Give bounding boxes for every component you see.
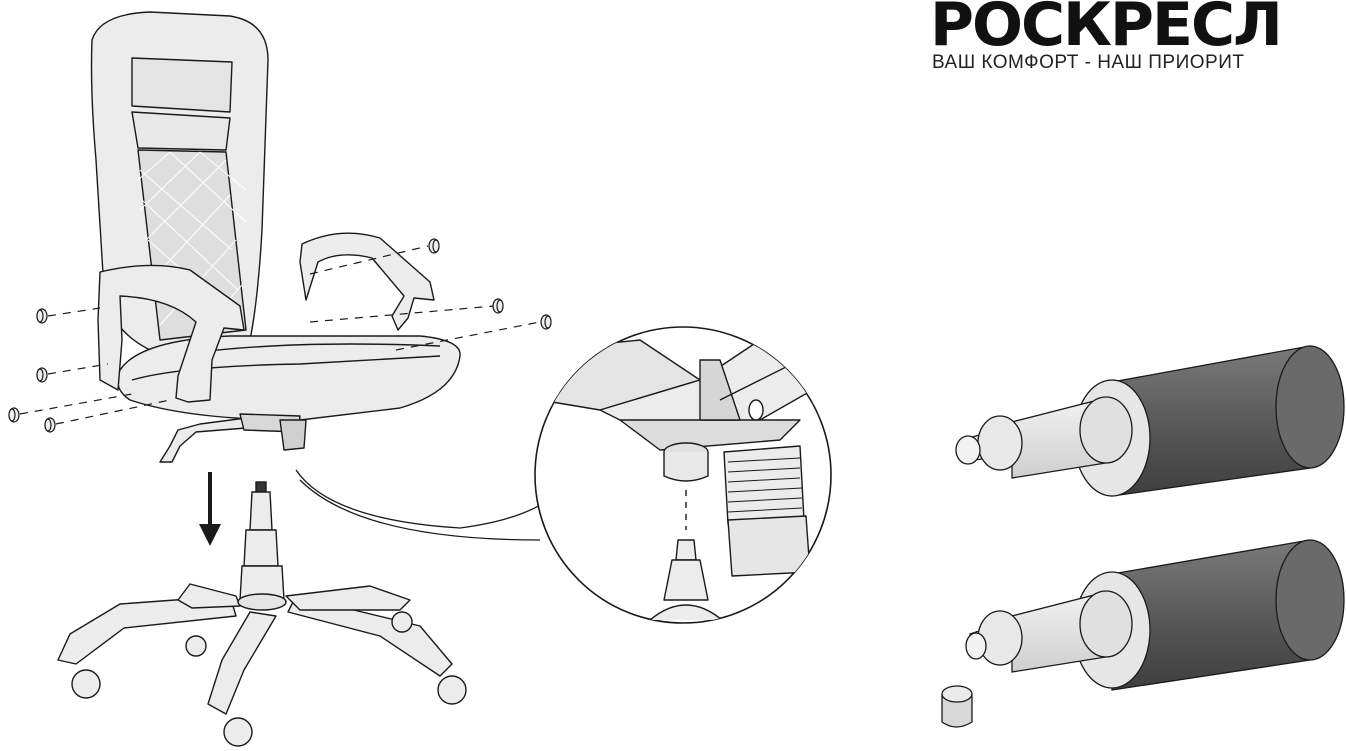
screws: [8, 238, 552, 433]
zoom-detail: [534, 326, 832, 624]
arrow-down-icon: [199, 472, 221, 546]
gas-cylinder-bottom: [965, 539, 1345, 691]
gas-lift: [239, 481, 285, 601]
screw-guides: [19, 245, 541, 425]
zoom-leader: [295, 469, 549, 529]
brand-tagline: ВАШ КОМФОРТ - НАШ ПРИОРИТ: [932, 52, 1245, 73]
armrest-right: [299, 232, 435, 331]
five-star-base: [57, 583, 467, 747]
chair-seat: [116, 335, 461, 421]
armrest-left: [97, 264, 245, 403]
threaded-cylinder: [723, 445, 811, 577]
cap-icon: [941, 685, 973, 728]
gas-cylinder-top: [955, 345, 1345, 497]
tilt-lever: [159, 417, 247, 463]
brand-logo: РОСКРЕСЛ ВАШ КОМФОРТ - НАШ ПРИОРИТ: [906, 0, 1346, 84]
office-chair: [90, 11, 461, 463]
brand-name: РОСКРЕСЛ: [930, 0, 1283, 60]
